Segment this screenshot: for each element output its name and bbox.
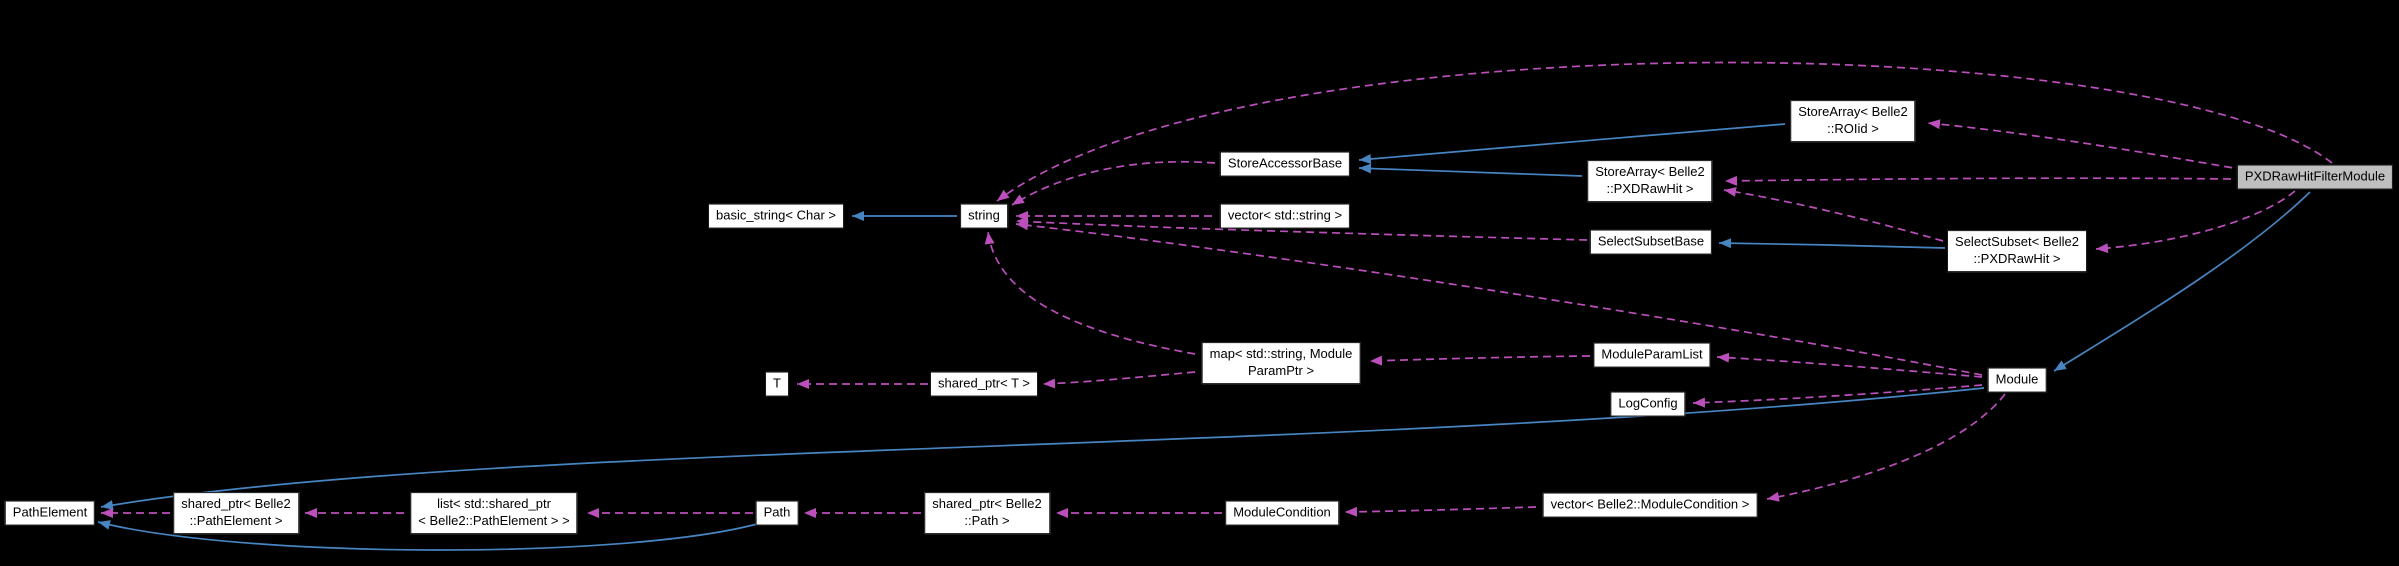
node-shared-ptr-t[interactable]: shared_ptr< T > — [929, 371, 1039, 397]
node-t[interactable]: T — [765, 371, 789, 397]
node-module-param-list[interactable]: ModuleParamList — [1593, 342, 1711, 368]
edge-module-log_config — [1692, 384, 1983, 408]
node-shared-ptr-path[interactable]: shared_ptr< Belle2 ::Path > — [924, 492, 1050, 534]
edge-module-string — [1015, 220, 1983, 376]
node-store-accessor-base[interactable]: StoreAccessorBase — [1219, 151, 1351, 177]
edge-store_accessor_base-string — [1011, 160, 1216, 206]
node-store-array-roiid[interactable]: StoreArray< Belle2 ::ROIid > — [1790, 100, 1916, 142]
edge-module-path_element — [100, 387, 1985, 510]
node-store-array-pxdrawhit[interactable]: StoreArray< Belle2 ::PXDRawHit > — [1587, 160, 1713, 202]
node-pxd-raw-hit-filter-module[interactable]: PXDRawHitFilterModule — [2236, 164, 2394, 190]
edge-pxd_raw_hit_filter_module-store_array_roiid — [1927, 119, 2246, 171]
edge-path-path_element — [97, 520, 758, 551]
edge-vector_module_condition-module_condition — [1344, 506, 1537, 517]
node-select-subset-pxdrawhit[interactable]: SelectSubset< Belle2 ::PXDRawHit > — [1947, 230, 2087, 272]
node-basic-string[interactable]: basic_string< Char > — [708, 203, 844, 229]
node-path-element[interactable]: PathElement — [4, 500, 96, 526]
node-module[interactable]: Module — [1987, 367, 2047, 393]
edge-select_subset_pxdrawhit-select_subset_base — [1718, 238, 1946, 249]
edge-select_subset_base-string — [1015, 216, 1588, 241]
node-vector-std-string[interactable]: vector< std::string > — [1219, 203, 1351, 229]
edge-map_moduleparamptr-string — [984, 231, 1196, 355]
node-string[interactable]: string — [960, 203, 1008, 229]
node-shared-ptr-path-element[interactable]: shared_ptr< Belle2 ::PathElement > — [173, 492, 299, 534]
edge-module-module_param_list — [1716, 352, 1983, 378]
node-path[interactable]: Path — [755, 500, 799, 526]
edge-pxd_raw_hit_filter_module-string — [996, 61, 2333, 202]
node-log-config[interactable]: LogConfig — [1610, 391, 1686, 417]
node-module-condition[interactable]: ModuleCondition — [1225, 500, 1339, 526]
edge-select_subset_pxdrawhit-store_array_pxdrawhit — [1723, 186, 1944, 242]
edge-module_param_list-map_moduleparamptr — [1369, 355, 1591, 366]
node-list-shared-ptr[interactable]: list< std::shared_ptr < Belle2::PathElem… — [410, 492, 578, 534]
node-map-moduleparamptr[interactable]: map< std::string, Module ParamPtr > — [1201, 342, 1361, 384]
edge-pxd_raw_hit_filter_module-select_subset_pxdrawhit — [2095, 190, 2296, 254]
node-select-subset-base[interactable]: SelectSubsetBase — [1589, 229, 1713, 255]
node-vector-module-condition[interactable]: vector< Belle2::ModuleCondition > — [1542, 492, 1758, 518]
edge-pxd_raw_hit_filter_module-store_array_pxdrawhit — [1724, 175, 2232, 186]
edge-pxd_raw_hit_filter_module-module — [2053, 191, 2311, 372]
edge-map_moduleparamptr-shared_ptr_t — [1042, 371, 1196, 389]
edge-module-vector_module_condition — [1766, 393, 2006, 502]
edge-store_array_pxdrawhit-store_accessor_base — [1358, 163, 1583, 177]
edge-store_array_roiid-store_accessor_base — [1358, 123, 1786, 164]
